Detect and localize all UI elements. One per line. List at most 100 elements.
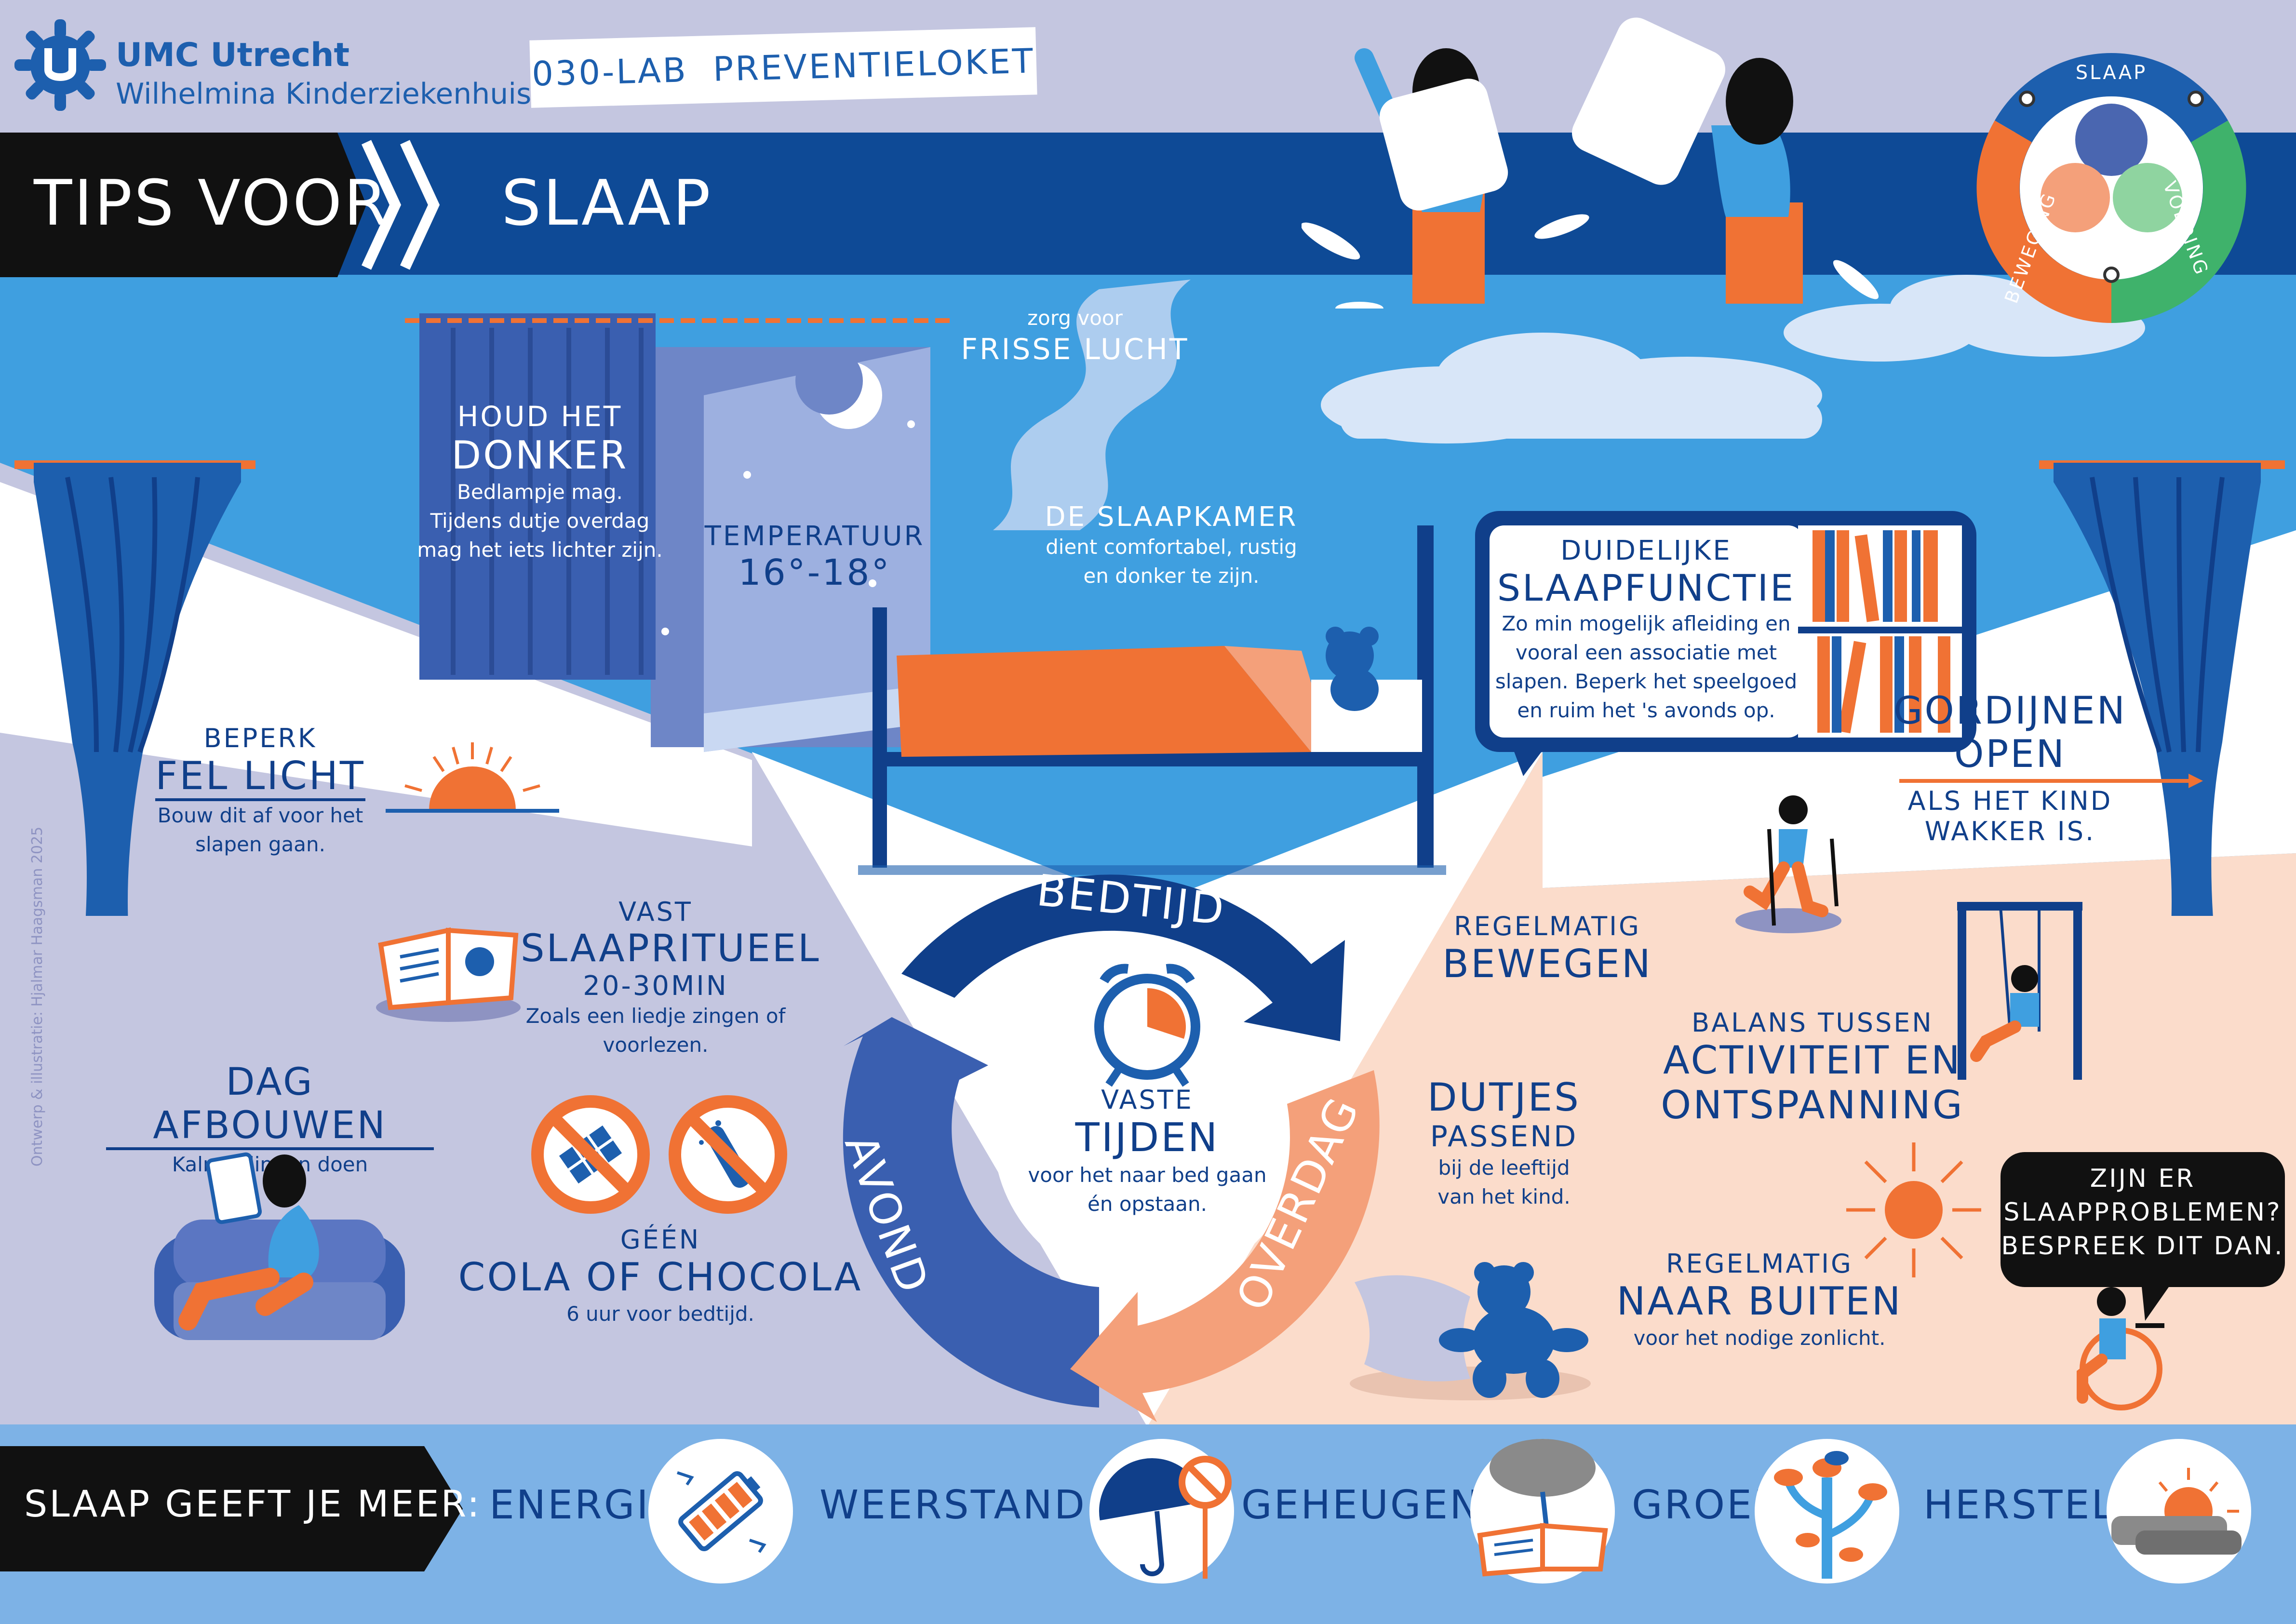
wheel-graphic (1976, 53, 2246, 323)
tip-frisse-lucht: zorg voor FRISSE LUCHT (940, 304, 1210, 366)
tip-gordijnen-line2: OPEN (1954, 733, 2067, 776)
daily-cycle-diagram (843, 874, 1380, 1422)
tip-slaapfunctie-text1: Zo min mogelijk afleiding en (1502, 612, 1791, 635)
umc-sun-icon (14, 19, 106, 111)
tip-dag-afbouwen-big: DAG AFBOUWEN (106, 1060, 434, 1150)
child-wheelchair-illustration (2077, 1287, 2164, 1410)
tip-buiten-text: voor het nodige zonlicht. (1633, 1326, 1886, 1350)
tip-slaapfunctie-small: DUIDELIJKE (1560, 535, 1732, 566)
umc-logo[interactable]: UMC Utrecht Wilhelmina Kinderziekenhuis (14, 14, 545, 121)
sunset-icon (386, 742, 559, 813)
tip-balans-big2: ONTSPANNING (1661, 1083, 1964, 1127)
footer-item-weerstand: WEERSTAND (819, 1482, 1087, 1528)
tip-bewegen-big: BEWEGEN (1442, 941, 1652, 986)
tip-temperatuur-value: 16°-18° (738, 552, 891, 593)
tip-fel-licht-big: FEL LICHT (155, 753, 365, 801)
pillow-teddy-illustration (1350, 1262, 1591, 1400)
tip-temperatuur-label: TEMPERATUUR (704, 521, 925, 552)
tip-donker-text1: Bedlampje mag. (457, 480, 623, 504)
tip-donker: HOUD HET DONKER Bedlampje mag. Tijdens d… (415, 400, 665, 564)
tip-balans-big1: ACTIVITEIT EN (1663, 1038, 1962, 1083)
tip-cola-small: GÉÉN (620, 1224, 701, 1255)
umbrella-icon (1089, 1439, 1234, 1584)
plant-graphic (1774, 1451, 1887, 1579)
tip-slaapfunctie-text4: en ruim het 's avonds op. (1517, 698, 1775, 722)
tip-buiten-small: REGELMATIG (1666, 1248, 1853, 1279)
child-walking-illustration (1735, 795, 1841, 933)
tip-gordijnen-line4: WAKKER IS. (1924, 816, 2096, 846)
tip-naar-buiten: REGELMATIG NAAR BUITEN voor het nodige z… (1610, 1248, 1909, 1353)
logo-title: UMC Utrecht (116, 36, 350, 74)
no-cola-chocolate-icons (531, 1095, 787, 1214)
plant-icon (1755, 1439, 1899, 1584)
pillow-fight-illustration (1302, 17, 1879, 309)
cloud-sun-graphic (2111, 1468, 2242, 1555)
tip-slaapritueel: VAST SLAAPRITUEEL 20-30MIN Zoals een lie… (521, 897, 821, 1060)
cloud-sun-icon (2107, 1439, 2251, 1584)
footer-lead: SLAAP GEEFT JE MEER: (24, 1482, 482, 1525)
footer-item-groei: GROEI (1632, 1482, 1768, 1528)
speech-tail (2140, 1273, 2179, 1321)
tip-slaapkamer: DE SLAAPKAMER dient comfortabel, rustig … (1012, 501, 1330, 591)
tip-donker-big: DONKER (451, 433, 629, 478)
tip-slaapfunctie-text2: vooral een associatie met (1515, 641, 1777, 664)
tip-gordijnen-line3: ALS HET KIND (1907, 786, 2113, 816)
tip-slaapritueel-big: SLAAPRITUEEL (521, 927, 821, 970)
bedroom-illustration (14, 313, 2285, 916)
tip-cola: GÉÉN COLA OF CHOCOLA 6 uur voor bedtijd. (453, 1224, 868, 1329)
footer-item-geheugen: GEHEUGEN (1241, 1482, 1481, 1528)
sun-icon (1846, 1142, 1981, 1277)
tip-dutjes-mid: PASSEND (1430, 1120, 1578, 1154)
tip-bewegen-small: REGELMATIG (1454, 911, 1641, 941)
tip-dutjes-text2: van het kind. (1437, 1185, 1571, 1208)
cycle-center-text2: én opstaan. (1088, 1192, 1207, 1216)
tip-buiten-big: NAAR BUITEN (1616, 1279, 1903, 1324)
tip-problemen-line3: BESPREEK DIT DAN. (2001, 1232, 2284, 1261)
wheel-label-slaap: SLAAP (2075, 62, 2148, 84)
tip-slaapkamer-text2: en donker te zijn. (1083, 564, 1260, 588)
tip-donker-text2: Tijdens dutje overdag (430, 509, 650, 533)
umbrella-graphic (1099, 1456, 1232, 1579)
child-swinging-illustration (1957, 902, 2082, 1080)
tip-fel-licht-text2: slapen gaan. (195, 832, 325, 856)
title-prefix: TIPS VOOR (34, 166, 389, 240)
lab-label: 030-LAB PREVENTIELOKET (529, 27, 1037, 108)
tip-slaapritueel-text2: voorlezen. (603, 1033, 709, 1057)
tip-dutjes-big: DUTJES (1427, 1075, 1581, 1120)
tip-slaapfunctie-text3: slapen. Beperk het speelgoed (1495, 670, 1798, 693)
tip-bewegen: REGELMATIG BEWEGEN (1398, 911, 1697, 986)
tip-frisse-small: zorg voor (1027, 306, 1123, 330)
tip-problemen-line2: SLAAPPROBLEMEN? (2003, 1198, 2282, 1227)
child-on-couch-illustration (154, 1152, 405, 1340)
tip-balans-small: BALANS TUSSEN (1692, 1007, 1933, 1038)
footer-item-herstel: HERSTEL (1923, 1482, 2116, 1528)
logo-subtitle: Wilhelmina Kinderziekenhuis (116, 77, 532, 111)
cycle-center-small: VASTE (1101, 1085, 1194, 1115)
tip-slaapkamer-text1: dient comfortabel, rustig (1046, 535, 1297, 559)
cycle-center: VASTE TIJDEN voor het naar bed gaan én o… (993, 1085, 1302, 1219)
storybook-icon (376, 927, 521, 1022)
tip-problemen-line1: ZIJN ER (2090, 1164, 2196, 1193)
tip-fel-licht: BEPERK FEL LICHT Bouw dit af voor het sl… (154, 723, 366, 859)
tip-cola-big: COLA OF CHOCOLA (458, 1255, 863, 1300)
brain-book-icon (1470, 1439, 1615, 1584)
title-arrow (0, 133, 440, 277)
tip-slaapproblemen-bubble: ZIJN ER SLAAPPROBLEMEN? BESPREEK DIT DAN… (2001, 1152, 2285, 1287)
tip-gordijnen-line1: GORDIJNEN (1893, 689, 2127, 733)
tip-balans: BALANS TUSSEN ACTIVITEIT EN ONTSPANNING (1629, 1007, 1996, 1127)
tip-fel-licht-small: BEPERK (203, 723, 317, 753)
footer-item-energie: ENERGIE (489, 1482, 677, 1528)
cycle-center-big: TIJDEN (1075, 1115, 1220, 1161)
tip-fel-licht-text1: Bouw dit af voor het (157, 804, 363, 827)
tip-slaapritueel-small: VAST (618, 897, 693, 927)
tip-donker-text3: mag het iets lichter zijn. (417, 538, 663, 562)
battery-icon (648, 1439, 793, 1584)
tip-frisse-big: FRISSE LUCHT (961, 333, 1189, 366)
brain-book-graphic (1477, 1439, 1608, 1577)
tip-cola-text: 6 uur voor bedtijd. (566, 1302, 754, 1326)
tip-slaapritueel-dur: 20-30MIN (583, 970, 728, 1002)
tip-dutjes: DUTJES PASSEND bij de leeftijd van het k… (1408, 1075, 1600, 1211)
tip-donker-small: HOUD HET (457, 400, 623, 433)
tip-slaapfunctie: DUIDELIJKE SLAAPFUNCTIE Zo min mogelijk … (1490, 535, 1803, 725)
